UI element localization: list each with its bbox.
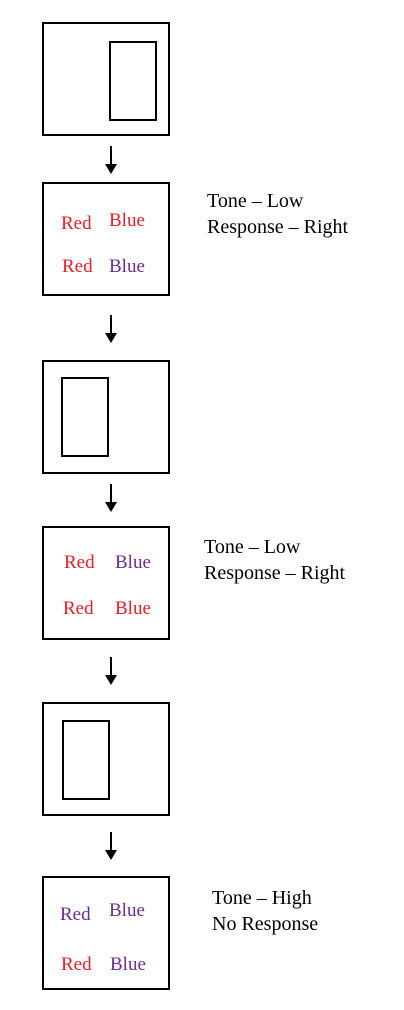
target-rectangle: [109, 41, 157, 121]
arrow-down-icon: [104, 484, 118, 512]
stroop-word-bottom-right: Blue: [110, 954, 146, 975]
response-label: No Response: [212, 913, 319, 935]
arrow-down-icon: [104, 832, 118, 860]
stroop-word-top-left: Red: [60, 904, 91, 925]
stroop-word-top-right: Blue: [115, 552, 151, 573]
stroop-word-bottom-left: Red: [62, 256, 93, 277]
frame-1-fixation: [42, 22, 170, 136]
tone-label: Tone – Low: [204, 536, 301, 558]
response-label: Response – Right: [204, 562, 346, 584]
frame-6-stroop: Red Blue Red Blue: [42, 876, 170, 990]
tone-label: Tone – High: [212, 887, 312, 909]
arrow-down-icon: [104, 146, 118, 174]
stroop-word-top-right: Blue: [109, 900, 145, 921]
response-label: Response – Right: [207, 216, 349, 238]
stroop-word-bottom-left: Red: [63, 598, 94, 619]
arrow-down-icon: [104, 657, 118, 685]
target-rectangle: [61, 377, 109, 457]
target-rectangle: [62, 720, 110, 800]
frame-3-fixation: [42, 360, 170, 474]
trial-label-2: Tone – Low Response – Right: [204, 534, 345, 586]
frame-5-fixation: [42, 702, 170, 816]
frame-2-stroop: Red Blue Red Blue: [42, 182, 170, 296]
trial-label-1: Tone – Low Response – Right: [207, 188, 348, 240]
arrow-down-icon: [104, 315, 118, 343]
stroop-word-top-left: Red: [64, 552, 95, 573]
stroop-word-top-left: Red: [61, 213, 92, 234]
frame-4-stroop: Red Blue Red Blue: [42, 526, 170, 640]
stroop-word-top-right: Blue: [109, 210, 145, 231]
tone-label: Tone – Low: [207, 190, 304, 212]
stroop-word-bottom-right: Blue: [115, 598, 151, 619]
stroop-word-bottom-right: Blue: [109, 256, 145, 277]
trial-label-3: Tone – High No Response: [212, 885, 318, 937]
stroop-word-bottom-left: Red: [61, 954, 92, 975]
